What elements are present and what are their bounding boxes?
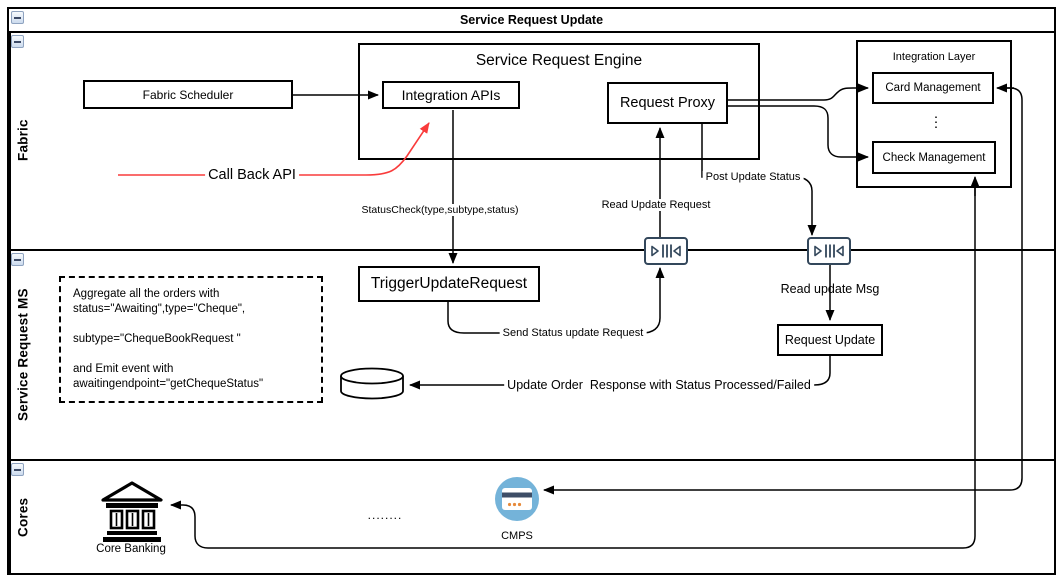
label-statuscheck: StatusCheck(type,subtype,status) [358, 204, 522, 216]
pool-title-bar: Service Request Update [9, 9, 1054, 33]
pool-collapse-icon[interactable] [11, 11, 24, 24]
lane-cores-label: Cores [9, 461, 35, 573]
label-callback-api: Call Back API [205, 167, 299, 183]
lane-fabric-collapse-icon[interactable] [11, 35, 24, 48]
pool-title: Service Request Update [459, 13, 604, 27]
label-core-banking: Core Banking [96, 543, 166, 555]
label-send-status-update: Send Status update Request [499, 327, 647, 339]
label-read-update-request: Read Update Request [598, 199, 714, 211]
lane-srms-collapse-icon[interactable] [11, 253, 24, 266]
node-fabric-scheduler: Fabric Scheduler [83, 80, 293, 109]
lane-cores-collapse-icon[interactable] [11, 463, 24, 476]
minus-icon [14, 16, 21, 19]
minus-icon [14, 40, 21, 43]
minus-icon [14, 258, 21, 261]
node-card-management: Card Management [872, 72, 994, 104]
lane-cores: Cores [9, 459, 1054, 573]
service-request-engine-title: Service Request Engine [475, 52, 643, 69]
label-post-update-status: Post Update Status [702, 171, 804, 183]
label-cmps: CMPS [501, 530, 533, 542]
node-integration-apis: Integration APIs [382, 81, 520, 109]
node-request-proxy: Request Proxy [607, 82, 728, 124]
minus-icon [14, 468, 21, 471]
integration-layer-title: Integration Layer [892, 51, 976, 63]
lane-service-request-ms-label: Service Request MS [9, 251, 35, 459]
label-read-update-msg: Read update Msg [780, 282, 880, 296]
node-trigger-update-request: TriggerUpdateRequest [358, 266, 540, 302]
aggregation-note: Aggregate all the orders with status="Aw… [59, 276, 323, 403]
label-update-order-response: Update Order Response with Status Proces… [504, 378, 814, 392]
cores-ellipsis: ........ [367, 508, 403, 522]
node-check-management: Check Management [872, 141, 996, 174]
node-request-update: Request Update [777, 324, 883, 356]
lane-fabric-label: Fabric [9, 31, 35, 249]
integration-layer-ellipsis: ⋮ [929, 113, 943, 130]
